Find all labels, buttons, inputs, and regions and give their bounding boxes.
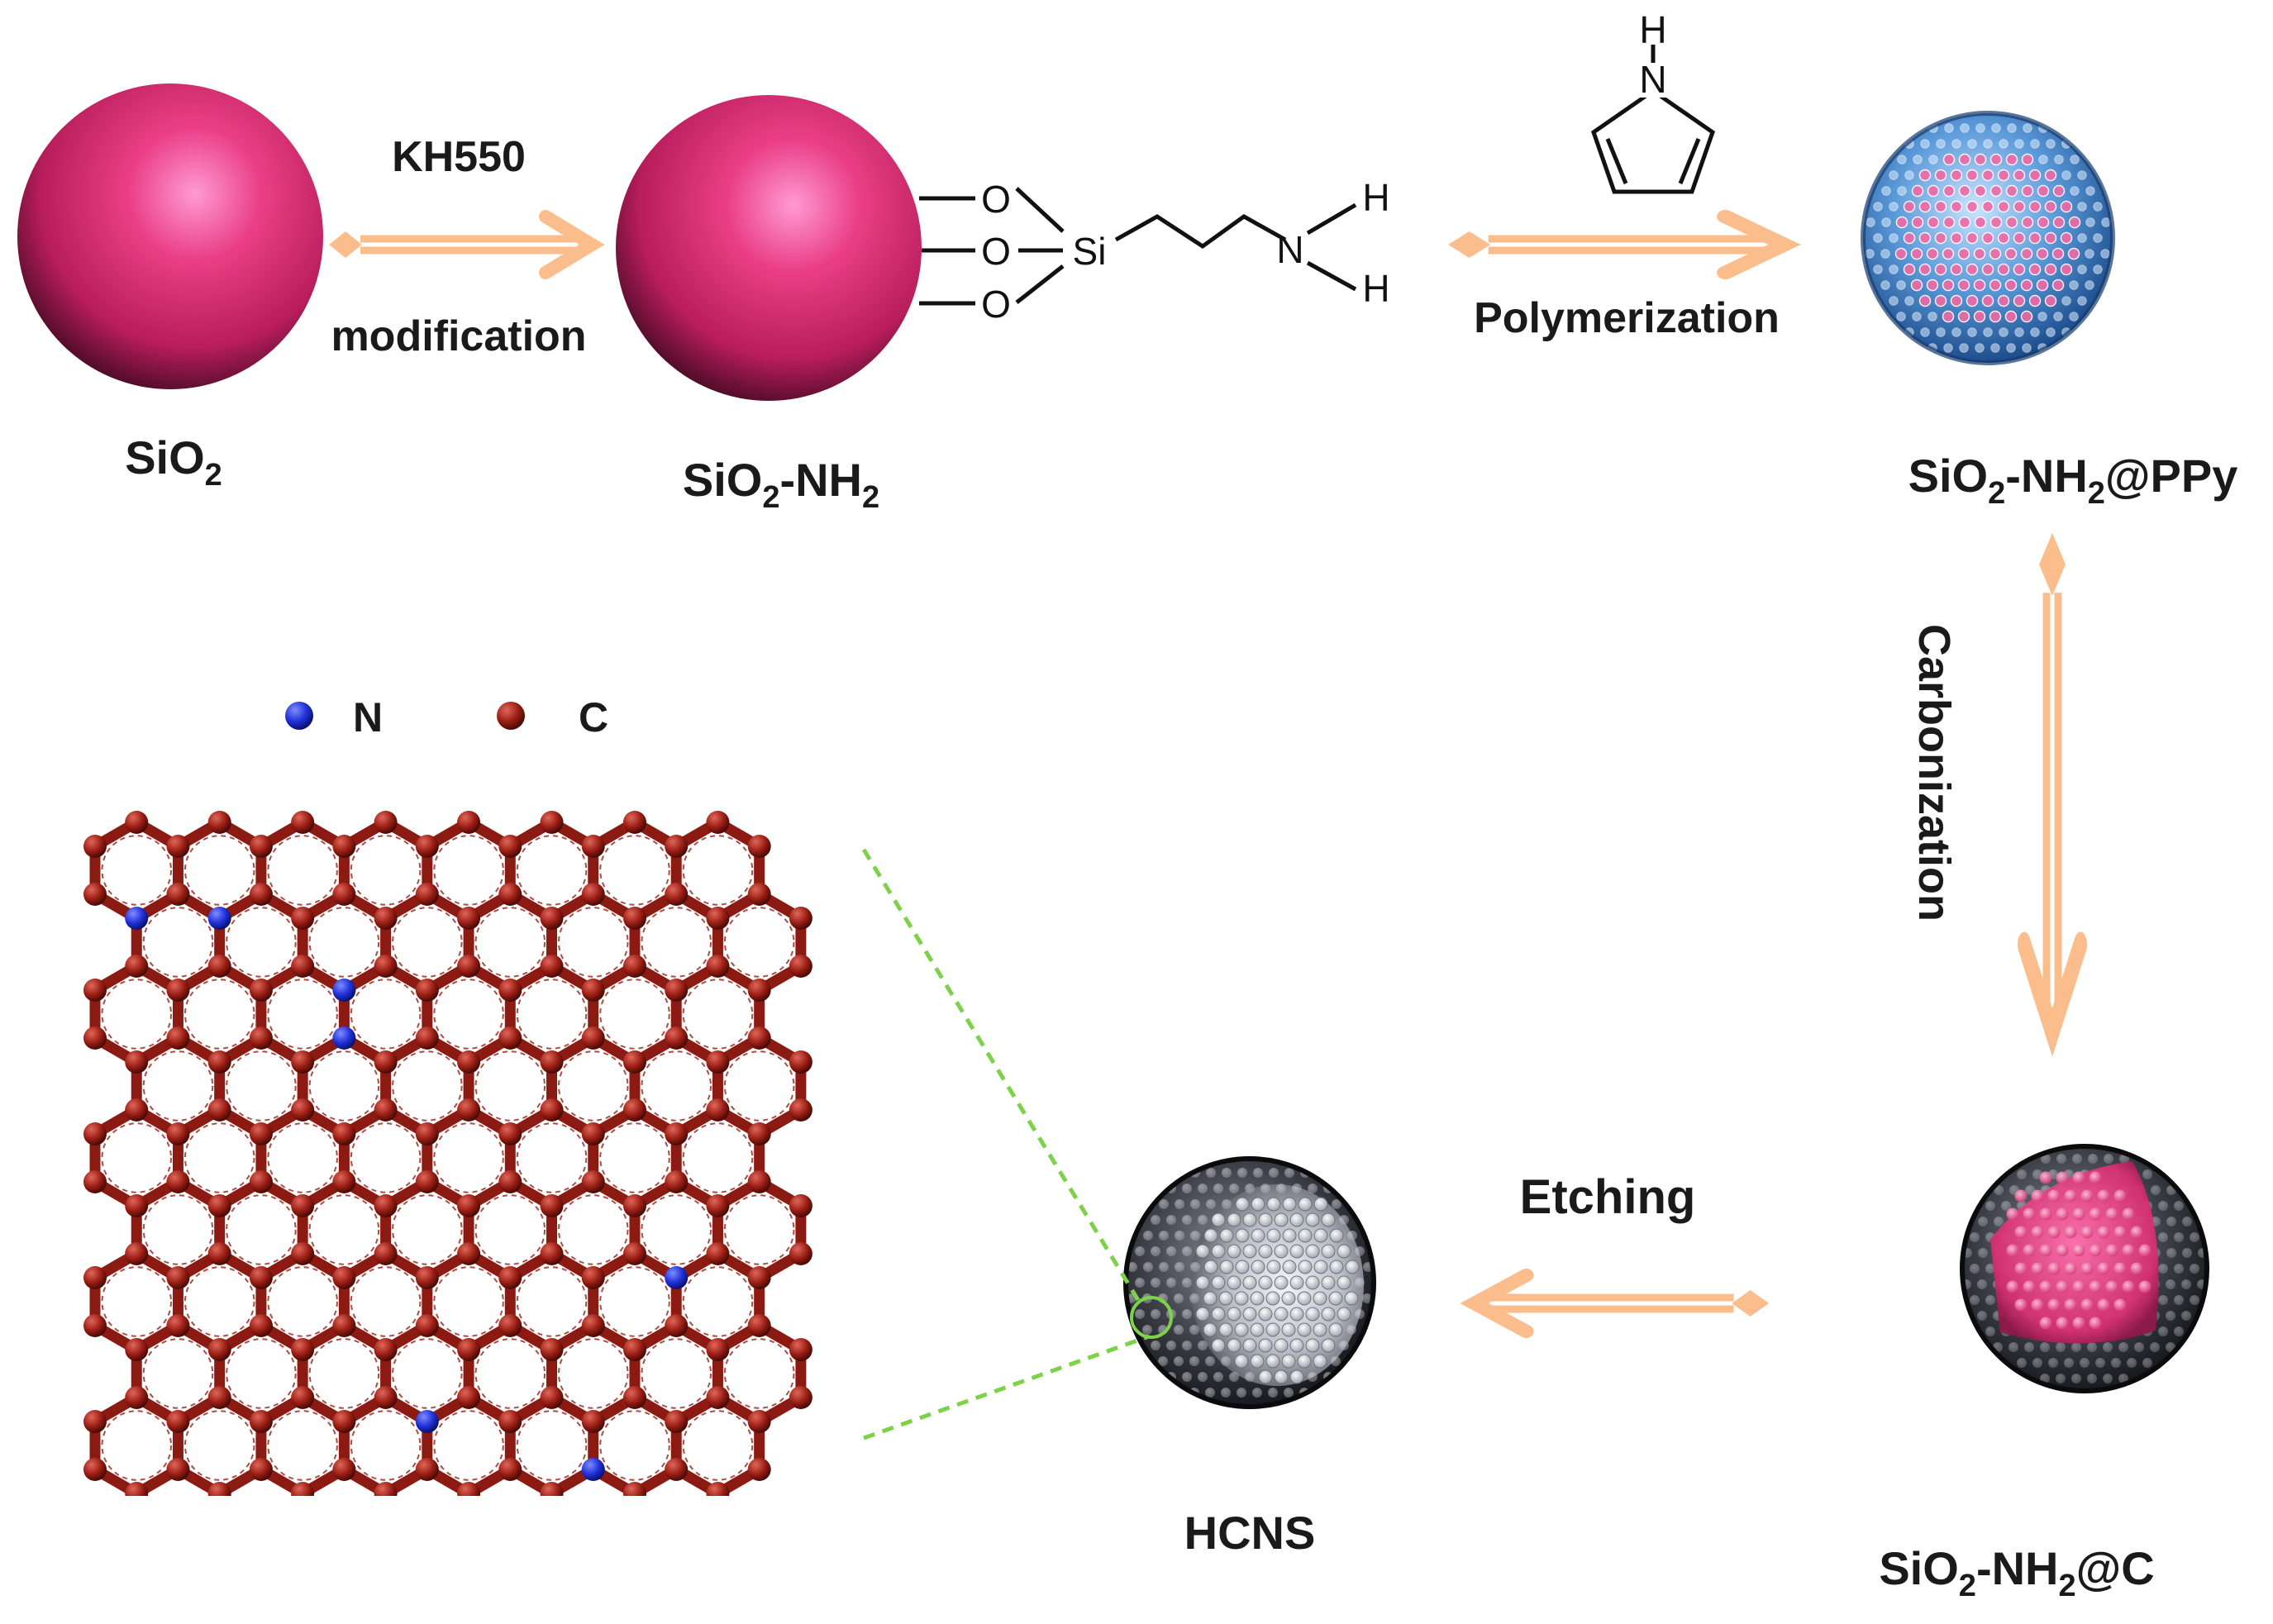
polymerization-label: Polymerization [1474, 294, 1780, 342]
sio2-nh2-ppy-sphere [1861, 111, 2115, 365]
sio2-nh2-ppy-label: SiO2-NH2@PPy [1908, 450, 2238, 511]
hcns-label: HCNS [1184, 1507, 1316, 1559]
sio2-nh2-sphere [616, 95, 922, 401]
nitrogen-atom: N [1276, 228, 1303, 271]
oxygen-2: O [981, 230, 1011, 273]
graphene-lattice-icon [83, 811, 812, 1496]
sio2-label: SiO2 [125, 431, 222, 493]
pyrrole-nitrogen: N [1639, 58, 1666, 101]
carbonization-arrow [2024, 533, 2080, 1032]
atom-legend: N C [285, 694, 608, 741]
oxygen-3: O [981, 283, 1011, 326]
n-atom-icon [285, 702, 313, 730]
c-atom-icon [497, 702, 525, 730]
sio2-nh2-c-label: SiO2-NH2@C [1879, 1542, 2154, 1603]
pyrrole-hydrogen: H [1639, 8, 1666, 51]
polymerization-arrow [1448, 217, 1785, 273]
aminosilane-structure [919, 187, 1357, 306]
zoom-circle [1130, 1296, 1173, 1339]
legend-c-label: C [579, 694, 608, 741]
kh550-label: KH550 [392, 133, 526, 181]
hcns-sphere [1123, 1156, 1376, 1409]
modification-arrow [329, 217, 592, 273]
carbonization-label: Carbonization [1909, 624, 1959, 922]
legend-n-label: N [353, 694, 383, 741]
etching-arrow [1475, 1275, 1769, 1331]
sio2-nh2-c-sphere [1960, 1144, 2209, 1393]
pyrrole-ring-icon [1591, 45, 1715, 194]
oxygen-1: O [981, 178, 1011, 221]
sio2-nh2-label: SiO2-NH2 [683, 454, 879, 515]
silicon-atom: Si [1073, 230, 1107, 273]
hydrogen-1: H [1362, 176, 1389, 219]
sio2-sphere [17, 83, 323, 389]
zoom-lines [861, 848, 1150, 1441]
hydrogen-2: H [1362, 267, 1389, 310]
etching-label: Etching [1520, 1170, 1696, 1224]
modification-label: modification [331, 312, 586, 360]
